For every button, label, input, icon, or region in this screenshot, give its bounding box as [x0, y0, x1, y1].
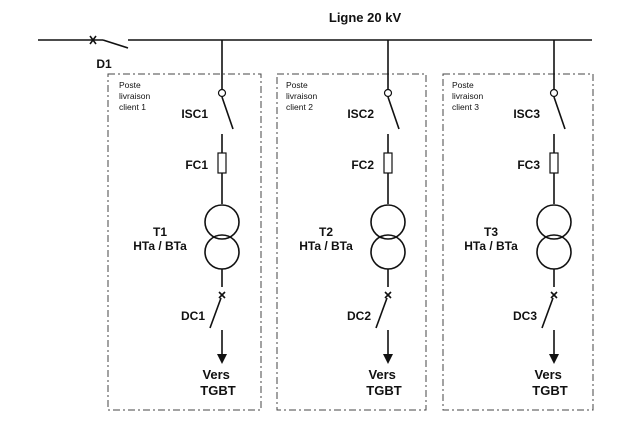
transformer-label-2: T2	[319, 225, 333, 239]
client-bay-1: Poste livraison client 1 ISC1 FC1 T1 HTa…	[107, 40, 262, 411]
client-bay-3: Poste livraison client 3 ISC3 FC3 T3 HTa…	[442, 40, 594, 411]
output-arrow-3	[549, 354, 559, 364]
transformer-type-2: HTa / BTa	[299, 239, 353, 253]
transformer-type-3: HTa / BTa	[464, 239, 518, 253]
post-label-3: Poste livraison client 3	[452, 80, 486, 112]
switch-terminal-3	[549, 88, 559, 98]
fuse-1	[217, 152, 227, 174]
output-arrow-2	[383, 354, 393, 364]
post-label-1: Poste livraison client 1	[119, 80, 153, 112]
disconnect-switch-1	[221, 96, 234, 130]
main-breaker-d1	[38, 35, 129, 49]
delivery-post-box-1	[107, 73, 262, 411]
output-arrow-1	[217, 354, 227, 364]
delivery-post-box-3	[442, 73, 594, 411]
output-label-2: Vers TGBT	[366, 367, 401, 398]
fuse-3	[549, 152, 559, 174]
output-label-1: Vers TGBT	[200, 367, 235, 398]
switch-terminal-2	[383, 88, 393, 98]
breaker-switch-1	[209, 297, 222, 329]
disconnect-switch-2	[387, 96, 400, 130]
switch-label-2: ISC2	[347, 107, 374, 121]
transformer-1	[204, 204, 240, 270]
post-label-2: Poste livraison client 2	[286, 80, 320, 112]
transformer-label-3: T3	[484, 225, 498, 239]
fuse-label-2: FC2	[351, 158, 374, 172]
breaker-switch-3	[541, 297, 554, 329]
breaker-label-2: DC2	[347, 309, 371, 323]
fuse-2	[383, 152, 393, 174]
main-breaker-label: D1	[96, 57, 112, 71]
fuse-label-1: FC1	[185, 158, 208, 172]
transformer-type-1: HTa / BTa	[133, 239, 187, 253]
output-label-3: Vers TGBT	[532, 367, 567, 398]
switch-terminal-1	[217, 88, 227, 98]
transformer-2	[370, 204, 406, 270]
fuse-label-3: FC3	[517, 158, 540, 172]
breaker-cross-3	[550, 291, 558, 299]
breaker-cross-1	[218, 291, 226, 299]
transformer-3	[536, 204, 572, 270]
client-bay-2: Poste livraison client 2 ISC2 FC2 T2 HTa…	[276, 40, 427, 411]
breaker-label-3: DC3	[513, 309, 537, 323]
disconnect-switch-3	[553, 96, 566, 130]
switch-label-1: ISC1	[181, 107, 208, 121]
delivery-post-box-2	[276, 73, 427, 411]
breaker-label-1: DC1	[181, 309, 205, 323]
transformer-label-1: T1	[153, 225, 167, 239]
breaker-switch-2	[375, 297, 388, 329]
breaker-cross-2	[384, 291, 392, 299]
bus-label: Ligne 20 kV	[329, 10, 402, 25]
switch-label-3: ISC3	[513, 107, 540, 121]
